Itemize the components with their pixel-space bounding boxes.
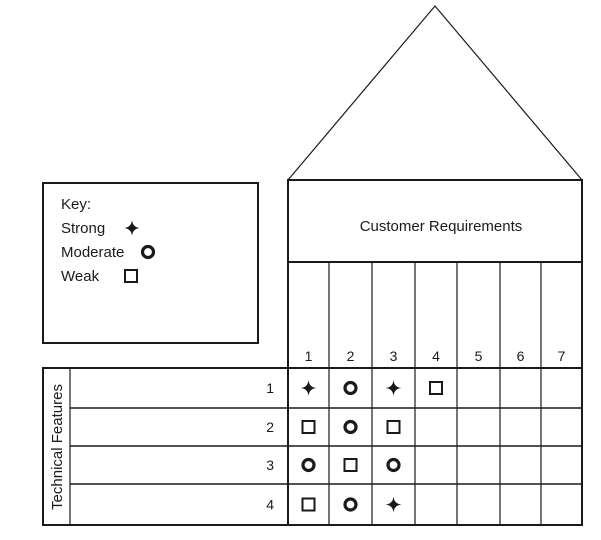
column-label: 5 xyxy=(475,348,483,364)
column-label: 4 xyxy=(432,348,440,364)
strong-relationship-icon xyxy=(385,380,402,396)
weak-relationship-icon xyxy=(343,458,358,472)
roof-outline xyxy=(287,5,583,181)
moderate-relationship-icon xyxy=(386,457,401,473)
column-label: 3 xyxy=(390,348,398,364)
strong-relationship-icon xyxy=(300,380,317,396)
customer-requirements-label: Customer Requirements xyxy=(360,218,523,235)
key-item-label: Moderate xyxy=(61,244,124,261)
row-label: 3 xyxy=(266,457,274,473)
weak-relationship-icon xyxy=(301,420,316,434)
row-labels: 1 2 3 4 xyxy=(266,380,274,513)
column-label: 7 xyxy=(558,348,566,364)
strong-key-icon xyxy=(124,220,140,236)
row-label: 2 xyxy=(266,419,274,435)
column-labels: 1 2 3 4 5 6 7 xyxy=(305,348,566,364)
row-label: 1 xyxy=(266,380,274,396)
weak-relationship-icon xyxy=(429,381,443,395)
moderate-key-icon xyxy=(140,244,156,260)
column-label: 1 xyxy=(305,348,313,364)
moderate-relationship-icon xyxy=(343,380,358,396)
column-label: 2 xyxy=(347,348,355,364)
technical-features-label: Technical Features xyxy=(49,384,66,510)
key-title: Key: xyxy=(61,196,91,213)
moderate-relationship-icon xyxy=(343,497,358,512)
relationship-cells xyxy=(300,380,443,513)
row-dividers xyxy=(70,407,582,485)
key-item-label: Weak xyxy=(61,268,100,285)
key-box xyxy=(42,182,259,344)
strong-relationship-icon xyxy=(385,496,402,513)
weak-relationship-icon xyxy=(301,497,316,512)
moderate-relationship-icon xyxy=(301,457,316,473)
moderate-relationship-icon xyxy=(343,419,358,435)
weak-key-icon xyxy=(124,269,138,283)
weak-relationship-icon xyxy=(386,420,401,434)
key-item-label: Strong xyxy=(61,220,105,237)
column-dividers xyxy=(328,262,542,525)
row-label: 4 xyxy=(266,497,274,513)
column-label: 6 xyxy=(517,348,525,364)
